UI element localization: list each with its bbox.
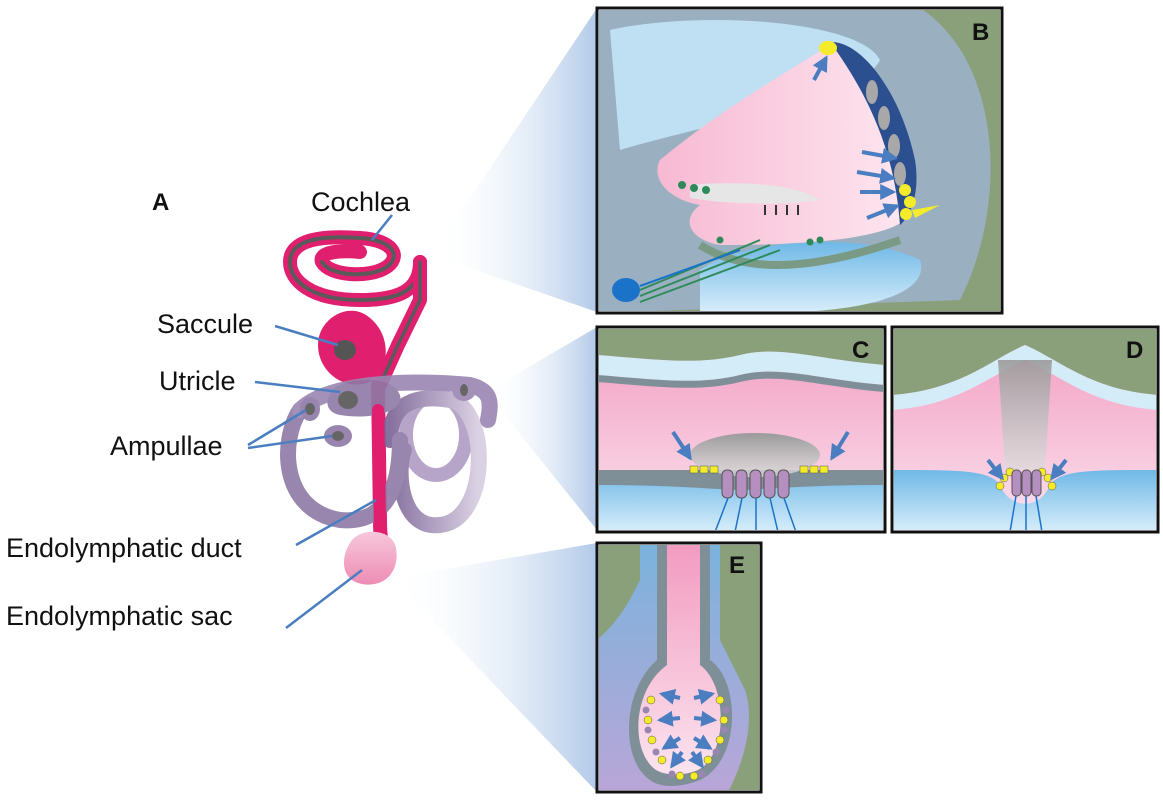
saccule-shape [318,310,386,385]
saccule-label: Saccule [157,309,253,339]
panel-a-labyrinth: A Cochlea Saccule Utricle Ampullae Endol… [6,187,498,631]
endolymphatic-sac-shape [343,531,397,585]
panel-c: C [595,325,887,534]
panel-d-letter: D [1126,337,1143,364]
cochlea-shape [282,230,427,392]
endolymphatic-duct-label: Endolymphatic duct [6,533,242,563]
panel-b: B [595,6,1004,315]
panel-d: D [890,325,1160,534]
panel-b-letter: B [972,19,989,46]
panel-e-letter: E [729,552,745,579]
cochlea-label: Cochlea [311,187,411,217]
magnification-fans [392,8,597,792]
panel-e: E [595,541,763,794]
endolymphatic-sac-label: Endolymphatic sac [6,601,233,631]
panel-c-letter: C [852,337,869,364]
utricle-label: Utricle [159,366,236,396]
vestibule-shape [280,374,498,534]
leader-lines [247,214,393,629]
ampullae-label: Ampullae [110,431,223,461]
panel-a-letter: A [152,189,169,216]
